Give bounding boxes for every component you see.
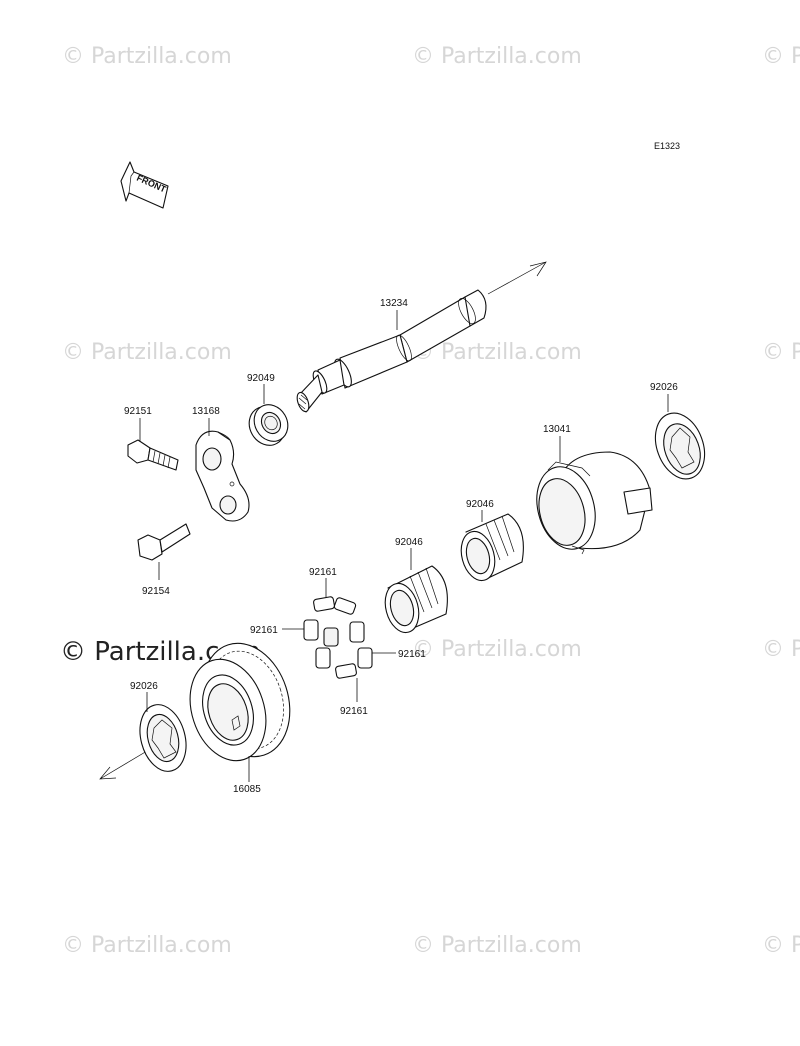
part-seal-92049 — [248, 404, 289, 446]
label-92161-right: 92161 — [398, 649, 426, 660]
watermark: © Partzilla.com — [412, 340, 582, 365]
axis-line-top — [487, 261, 547, 295]
watermark: © Partzilla.com — [62, 44, 232, 69]
label-92161-top: 92161 — [309, 567, 337, 578]
label-13168: 13168 — [192, 406, 220, 417]
label-92161-bottom: 92161 — [340, 706, 368, 717]
watermark: © Partzilla.com — [762, 637, 800, 662]
watermark: © Partzilla.com — [412, 933, 582, 958]
watermark: © Partzilla.com — [762, 44, 800, 69]
watermark: © Partzilla.com — [762, 933, 800, 958]
label-92154: 92154 — [142, 586, 170, 597]
watermark: © Partzilla.com — [62, 933, 232, 958]
label-92161-left: 92161 — [250, 625, 278, 636]
label-13041: 13041 — [543, 424, 571, 435]
watermark: © Partzilla.com — [412, 637, 582, 662]
label-92151: 92151 — [124, 406, 152, 417]
label-92026-top: 92026 — [650, 382, 678, 393]
label-92049: 92049 — [247, 373, 275, 384]
part-shaft-13234 — [296, 289, 487, 413]
label-92046-b: 92046 — [395, 537, 423, 548]
label-92026-bottom: 92026 — [130, 681, 158, 692]
label-16085: 16085 — [233, 784, 261, 795]
part-bearing-92046-a — [460, 513, 524, 582]
part-bearing-92046-b — [384, 565, 448, 634]
watermark: © Partzilla.com — [62, 340, 232, 365]
label-13234: 13234 — [380, 298, 408, 309]
part-washer-92026-top — [654, 412, 706, 480]
label-92046-a: 92046 — [466, 499, 494, 510]
axis-line-bottom — [99, 747, 153, 780]
part-bolt-92154 — [137, 523, 191, 561]
part-bolt-92151 — [127, 439, 179, 471]
front-arrow-icon: FRONT — [120, 161, 169, 209]
part-drum-13041 — [536, 451, 653, 555]
diagram-code: E1323 — [654, 141, 680, 151]
part-washer-92026-bottom — [139, 704, 187, 772]
part-lever-13168 — [195, 430, 250, 522]
watermark: © Partzilla.com — [412, 44, 582, 69]
part-dampers-92161 — [303, 596, 373, 679]
part-gear-16085 — [189, 642, 291, 762]
watermark: © Partzilla.com — [762, 340, 800, 365]
